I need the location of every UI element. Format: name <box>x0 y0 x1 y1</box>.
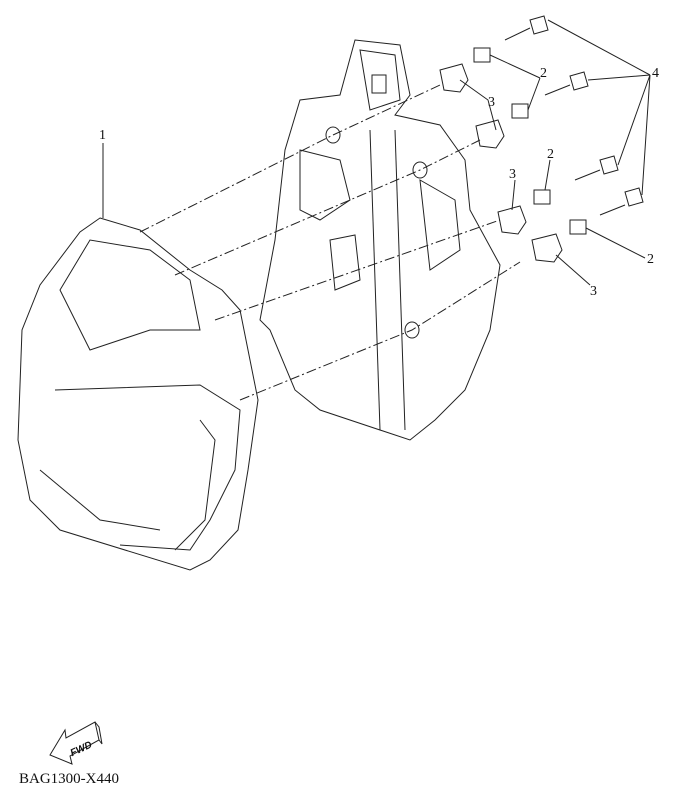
headlight-bracket <box>259 39 501 441</box>
fastener-parts <box>439 15 644 263</box>
callout-2: 2 <box>540 66 547 81</box>
callout-2: 2 <box>647 252 654 267</box>
bolt-part-4 <box>599 187 644 216</box>
callout-leaders <box>102 19 651 286</box>
grommet-part-3 <box>497 205 527 235</box>
bolt-part-4 <box>574 155 619 181</box>
headlight-cover-part <box>17 217 259 571</box>
callout-4: 4 <box>652 66 659 81</box>
fwd-label: FWD <box>69 740 94 760</box>
diagram-code: BAG1300-X440 <box>19 771 119 787</box>
bolt-part-4 <box>504 15 549 41</box>
grommet-part-3 <box>531 233 563 263</box>
callout-1: 1 <box>99 128 106 143</box>
forward-arrow-icon: FWD <box>49 721 103 765</box>
callout-2: 2 <box>547 147 554 162</box>
collar-part-2 <box>569 219 587 235</box>
callout-3: 3 <box>488 95 495 110</box>
bolt-part-4 <box>544 71 589 96</box>
collar-part-2 <box>473 47 491 63</box>
collar-part-2 <box>511 103 529 119</box>
grommet-part-3 <box>475 119 505 149</box>
callout-3: 3 <box>509 167 516 182</box>
grommet-part-3 <box>439 63 469 93</box>
assembly-leader-lines <box>139 84 521 401</box>
callout-3: 3 <box>590 284 597 299</box>
collar-part-2 <box>533 189 551 205</box>
